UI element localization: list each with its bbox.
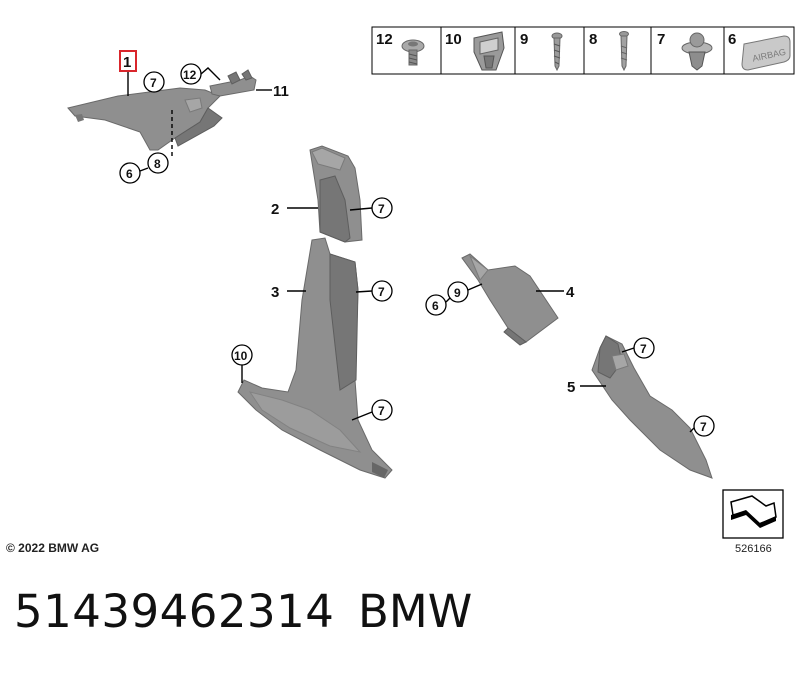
callout-6: 6 (432, 299, 439, 313)
callout-3: 3 (271, 284, 279, 301)
callout-7: 7 (378, 404, 385, 418)
legend-number: 10 (445, 31, 462, 48)
callout-1: 1 (123, 54, 131, 71)
callout-7: 7 (700, 420, 707, 434)
screw-icon (401, 39, 425, 66)
callout-7: 7 (378, 202, 385, 216)
part-2-upper-b-pillar-trim (309, 145, 363, 243)
callout-5: 5 (567, 379, 575, 396)
callout-8: 8 (154, 157, 161, 171)
legend-number: 6 (728, 31, 736, 48)
legend-number: 7 (657, 31, 665, 48)
callout-2: 2 (271, 201, 279, 218)
callout-11: 11 (273, 83, 289, 100)
expanding-rivet-icon (681, 32, 713, 71)
long-screw-icon (551, 32, 563, 72)
part-1-a-pillar-trim (67, 87, 223, 151)
orientation-icon (722, 489, 784, 539)
brand-name: BMW (358, 585, 473, 638)
callout-7: 7 (378, 285, 385, 299)
copyright-text: © 2022 BMW AG (6, 541, 100, 555)
part-4-trim-panel (461, 253, 559, 346)
callout-7: 7 (640, 342, 647, 356)
airbag-badge-icon: AIRBAG (741, 35, 791, 71)
callout-6: 6 (126, 167, 133, 181)
callout-4: 4 (566, 284, 575, 301)
callout-9: 9 (454, 286, 461, 300)
diagram-id: 526166 (735, 543, 772, 555)
clip-icon (473, 31, 505, 71)
legend-number: 8 (589, 31, 597, 48)
part-5-c-pillar-trim (591, 335, 713, 479)
part-number: 51439462314 (14, 585, 335, 638)
highlight-box (119, 50, 137, 72)
legend-number: 12 (376, 31, 393, 48)
callout-7: 7 (150, 76, 157, 90)
part-11-bracket (209, 69, 257, 97)
fastener-legend: 12 10 9 8 7 6 (371, 26, 795, 75)
callout-12: 12 (183, 68, 197, 82)
legend-number: 9 (520, 31, 528, 48)
long-screw-icon (619, 31, 629, 72)
callout-10: 10 (234, 349, 248, 363)
part-3-lower-b-pillar-trim (237, 237, 393, 479)
